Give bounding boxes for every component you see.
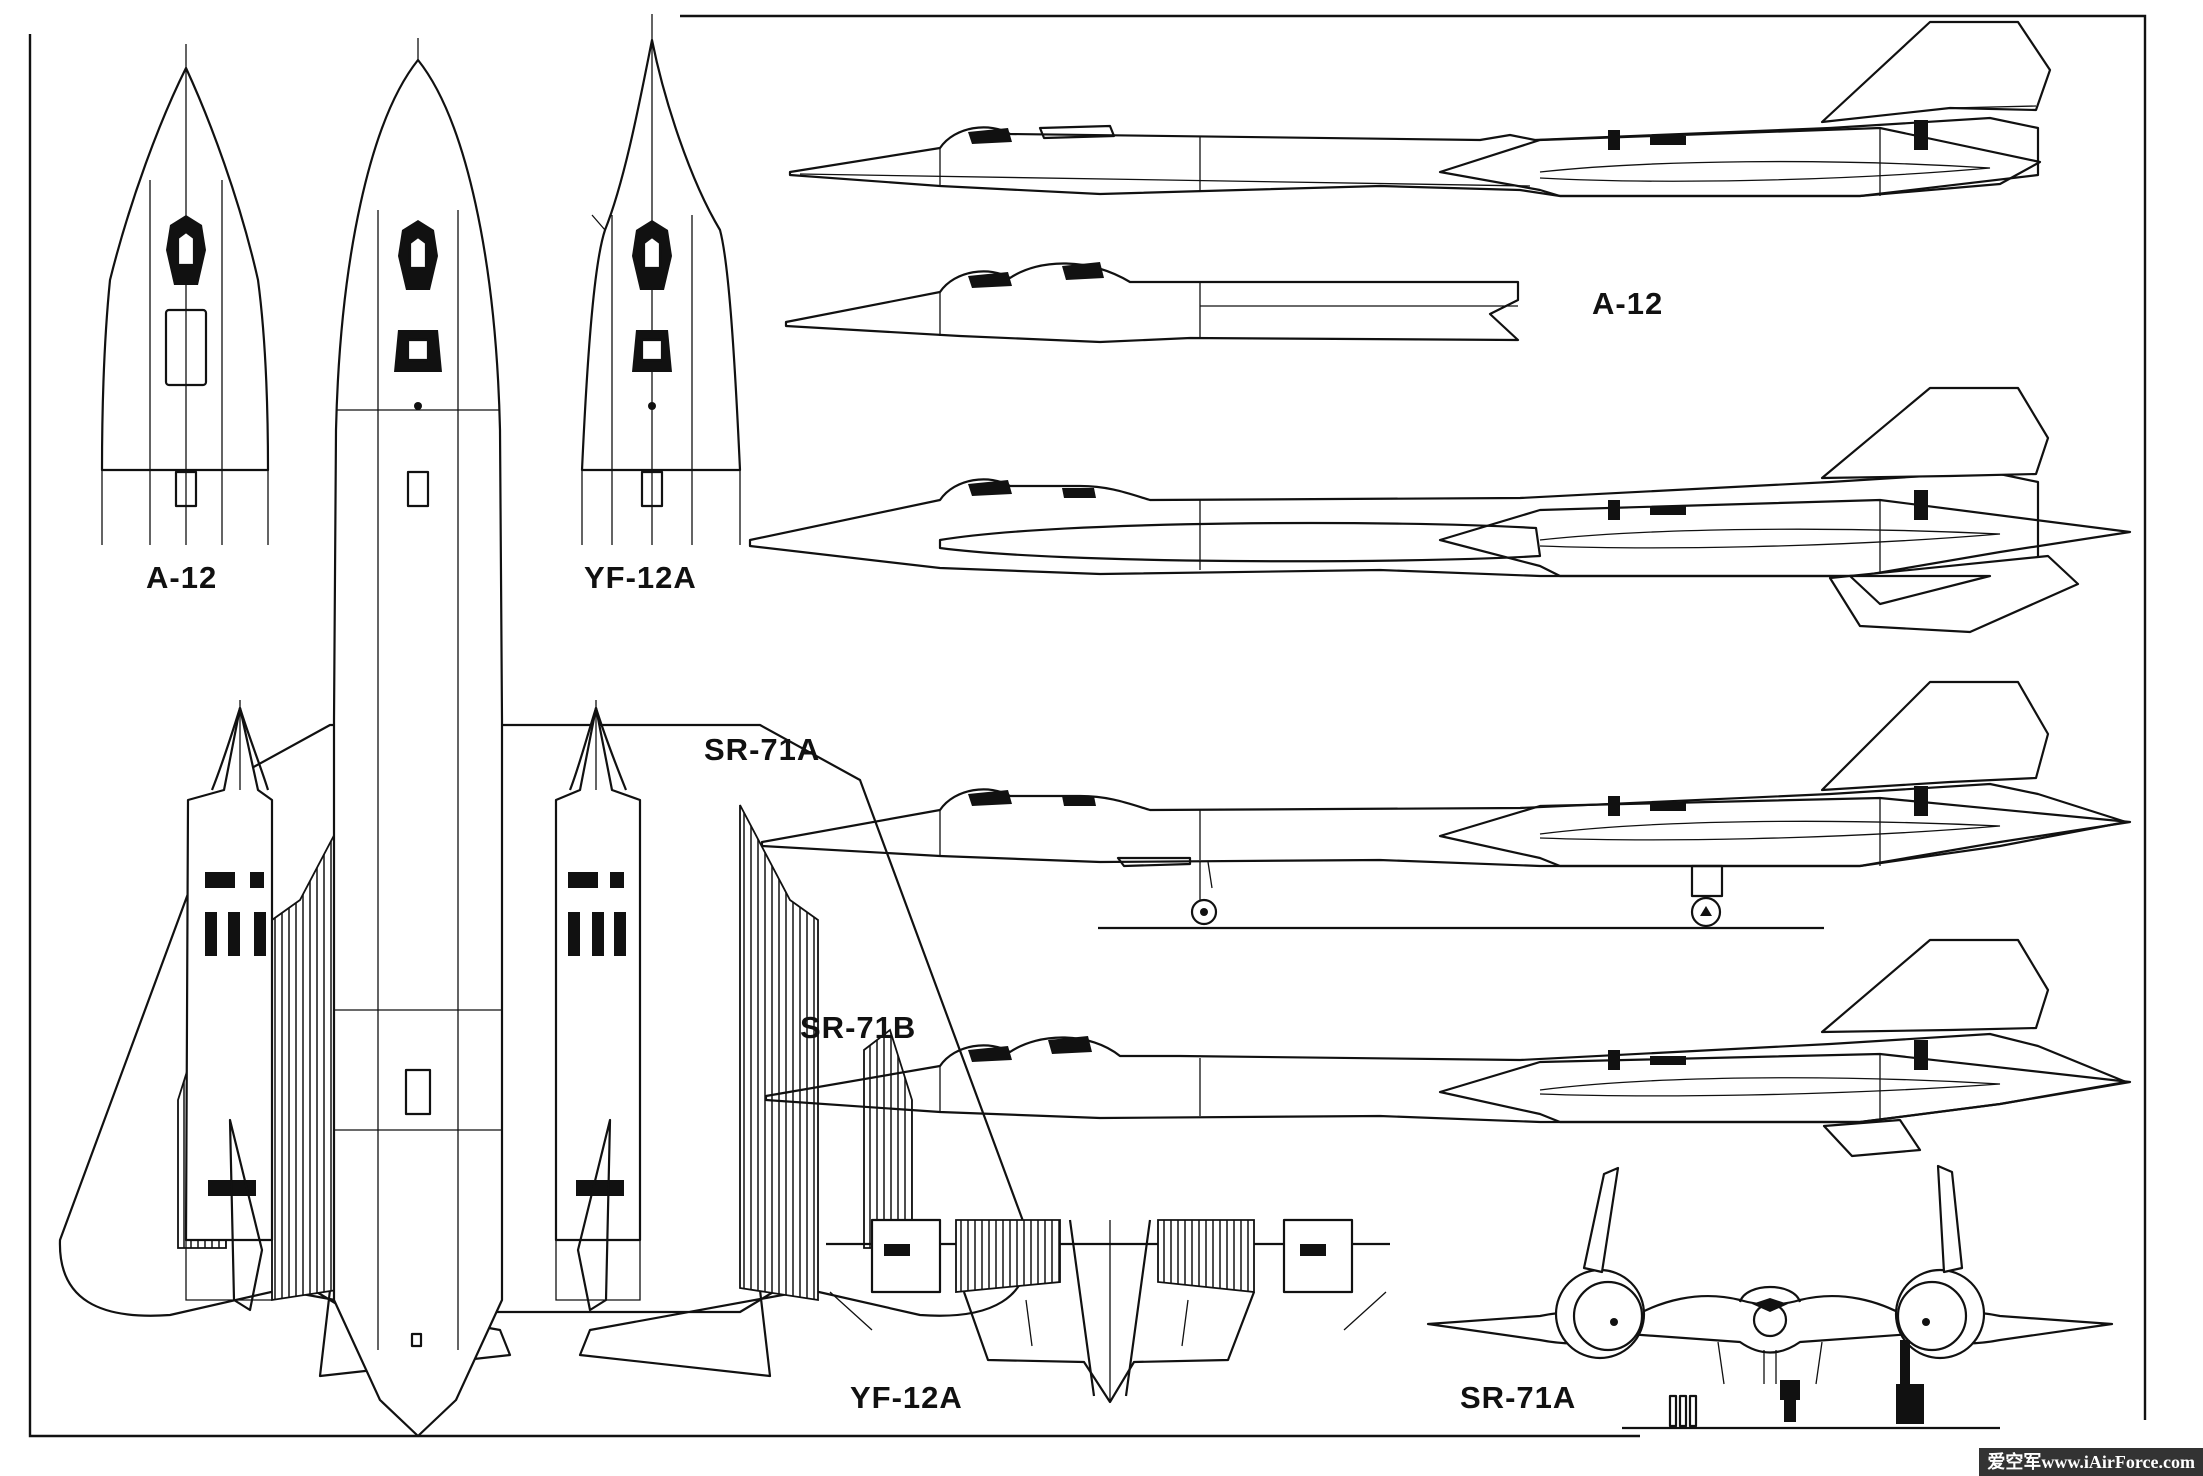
yf12a-rear-planform	[826, 1218, 1390, 1404]
label-yf12a-planform: YF-12A	[584, 560, 697, 595]
label-yf12a-rear: YF-12A	[850, 1380, 963, 1415]
yf12a-side-profile	[748, 386, 2132, 634]
site-credit-watermark: 爱空军www.iAirForce.com	[1979, 1448, 2203, 1476]
label-a12-planform: A-12	[146, 560, 218, 595]
yf12a-nose-planform	[580, 14, 742, 545]
sr71a-side-profile	[760, 680, 2132, 930]
label-sr71a-front: SR-71A	[1460, 1380, 1577, 1415]
a12-trainer-side-profile	[784, 262, 1520, 344]
label-a12-side: A-12	[1592, 286, 1664, 321]
a12-side-profile	[788, 20, 2052, 198]
a12-nose-planform	[100, 44, 270, 545]
sr71a-front-view	[1426, 1164, 2114, 1430]
frame-line-top	[680, 14, 2147, 1420]
frame-line	[28, 34, 1640, 1438]
label-sr71b-side: SR-71B	[800, 1010, 917, 1045]
sr71b-side-profile	[764, 938, 2132, 1158]
label-sr71a-side: SR-71A	[704, 732, 821, 767]
main-planform	[58, 38, 1032, 1438]
